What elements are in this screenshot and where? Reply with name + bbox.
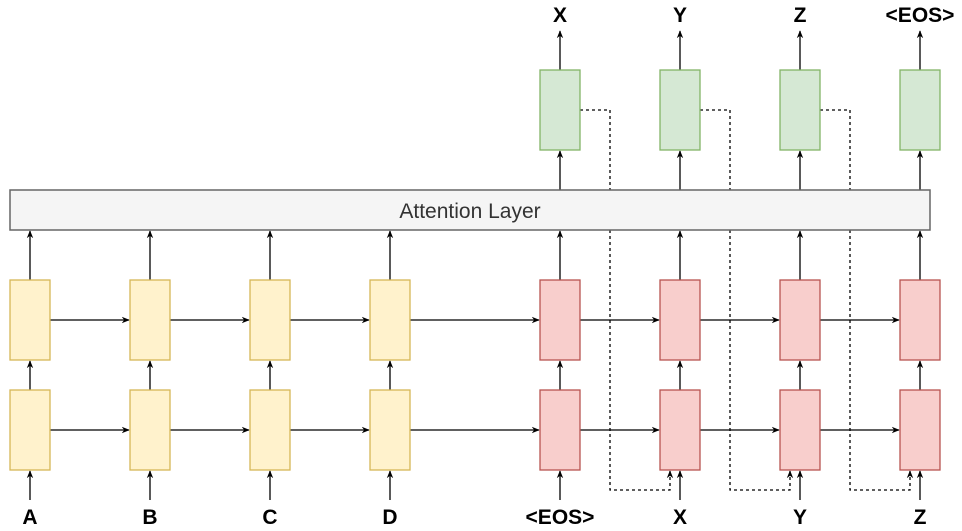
decoder-cell-bottom xyxy=(539,389,581,471)
attention-layer-box xyxy=(9,189,931,231)
decoder-output-label: <EOS> xyxy=(886,4,955,27)
decoder-cell-top xyxy=(899,279,941,361)
encoder-cell-bottom xyxy=(129,389,171,471)
decoder-input-label: Z xyxy=(914,506,927,529)
decoder-output-label: X xyxy=(553,4,567,27)
encoder-input-label: C xyxy=(262,506,277,529)
decoder-output-label: Y xyxy=(673,4,687,27)
edges xyxy=(26,30,924,500)
encoder-input-label: A xyxy=(22,506,37,529)
nodes xyxy=(9,69,941,471)
encoder-cell-bottom xyxy=(9,389,51,471)
decoder-input-label: <EOS> xyxy=(526,506,595,529)
encoder-cell-bottom xyxy=(249,389,291,471)
encoder-cell-top xyxy=(369,279,411,361)
output-cell xyxy=(899,69,941,151)
encoder-cell-bottom xyxy=(369,389,411,471)
encoder-input-label: B xyxy=(142,506,157,529)
decoder-cell-top xyxy=(539,279,581,361)
labels: A B C D <EOS> X X Y Y Z Z <EOS> xyxy=(22,4,954,529)
decoder-cell-bottom xyxy=(899,389,941,471)
attention-layer: Attention Layer xyxy=(9,189,931,231)
encoder-cell-top xyxy=(9,279,51,361)
decoder-input-label: X xyxy=(673,506,687,529)
feedback-dashed-arrow xyxy=(700,109,794,491)
feedback-dashed-arrow xyxy=(580,109,674,491)
feedback-dashed-arrow xyxy=(820,109,914,491)
decoder-cell-bottom xyxy=(659,389,701,471)
output-cell xyxy=(779,69,821,151)
encoder-cell-top xyxy=(249,279,291,361)
output-cell xyxy=(539,69,581,151)
encoder-input-label: D xyxy=(382,506,397,529)
decoder-cell-bottom xyxy=(779,389,821,471)
encoder-cell-top xyxy=(129,279,171,361)
decoder-output-label: Z xyxy=(794,4,807,27)
decoder-cell-top xyxy=(779,279,821,361)
decoder-input-label: Y xyxy=(793,506,807,529)
attention-layer-label: Attention Layer xyxy=(399,200,540,223)
output-cell xyxy=(659,69,701,151)
decoder-cell-top xyxy=(659,279,701,361)
